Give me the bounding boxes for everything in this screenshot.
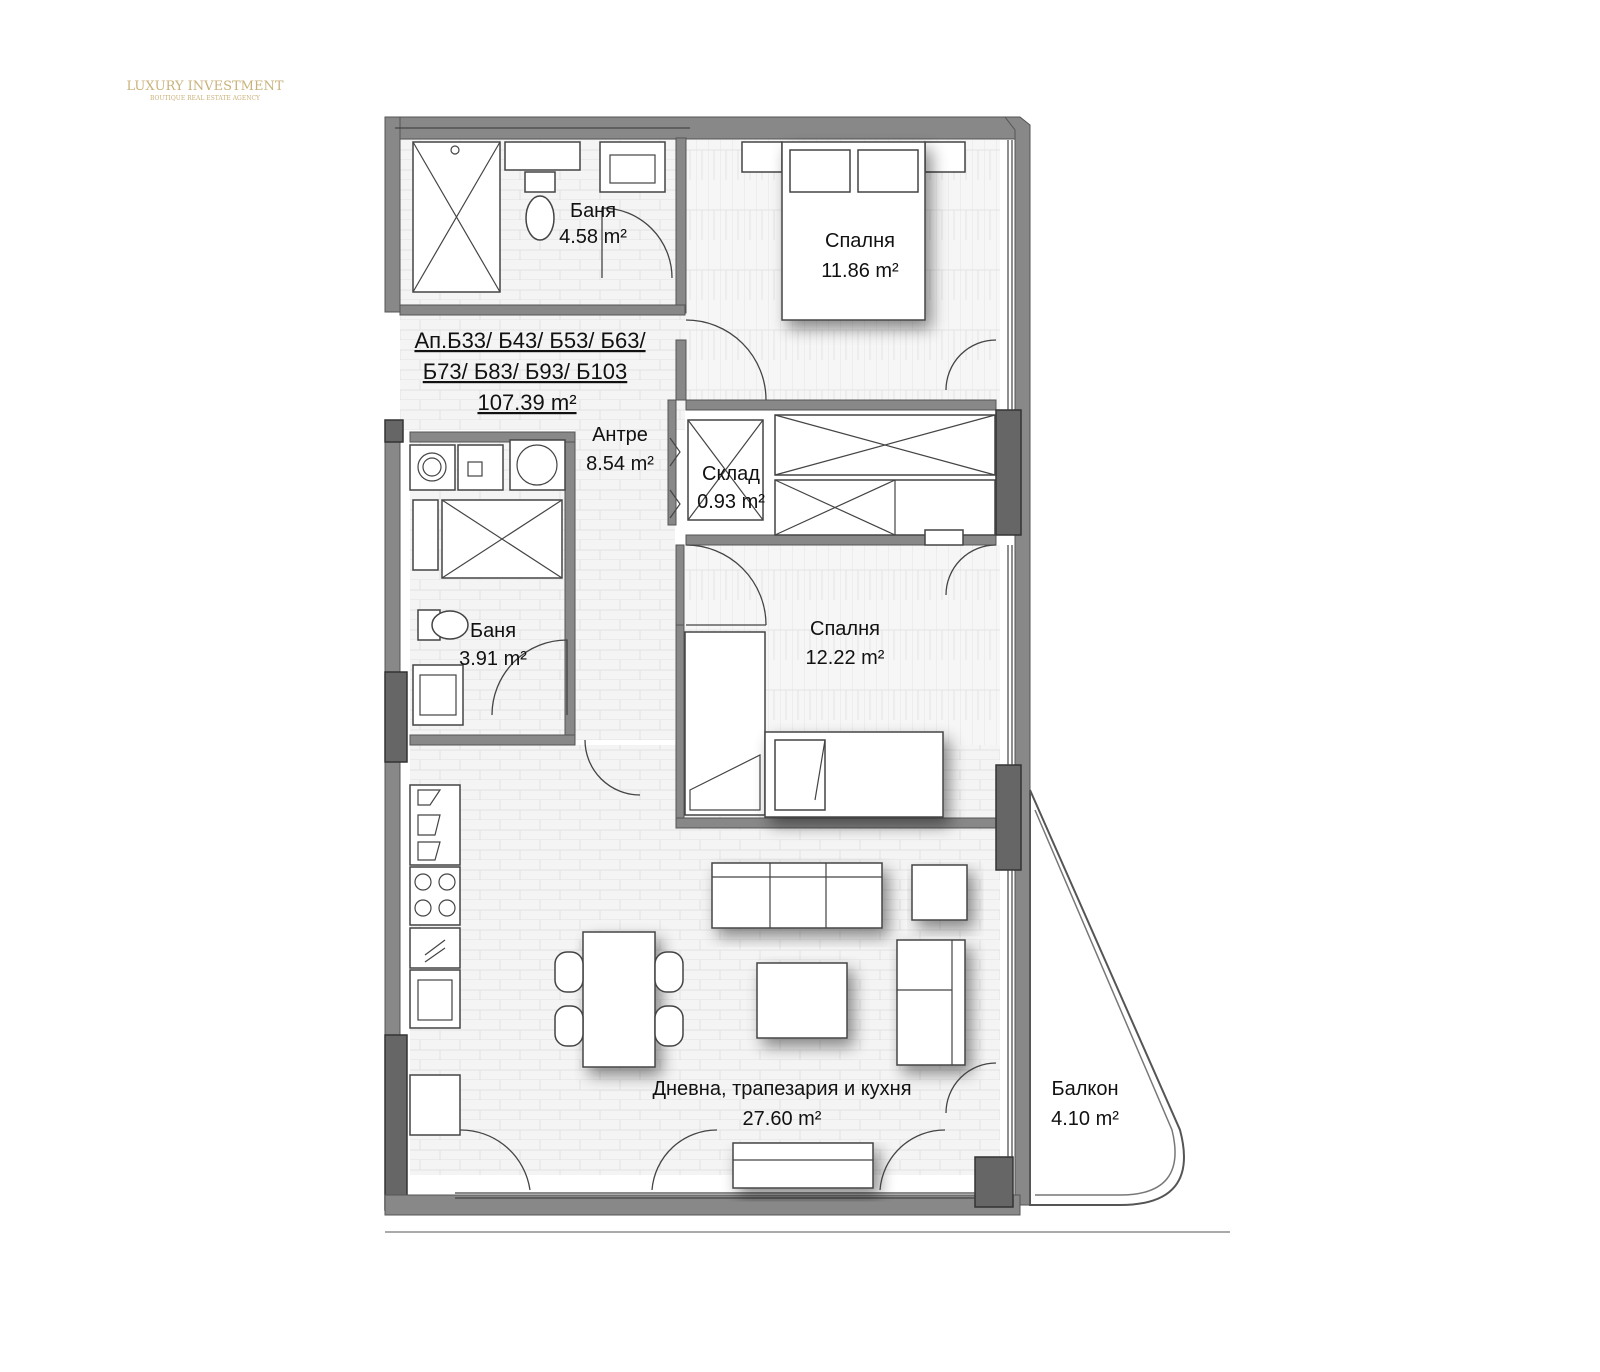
- bath1-name: Баня: [570, 200, 616, 222]
- bath1-fixtures: [412, 141, 666, 293]
- apartment-area: 107.39 m²: [477, 390, 576, 415]
- apartment-line1: Ап.Б33/ Б43/ Б53/ Б63/: [414, 328, 646, 353]
- bed1-name: Спалня: [825, 230, 895, 252]
- storage-name: Склад: [702, 463, 760, 485]
- bed2-name: Спалня: [810, 618, 880, 640]
- brand-logo: LUXURY INVESTMENT BOUTIQUE REAL ESTATE A…: [126, 79, 283, 102]
- hall-area: 8.54 m²: [586, 453, 654, 475]
- bed2-furniture: [684, 631, 944, 818]
- storage-fixtures: [687, 419, 764, 521]
- living-name: Дневна, трапезария и кухня: [652, 1078, 911, 1100]
- balcony: [385, 789, 1230, 1233]
- bed1-furniture: [741, 141, 996, 546]
- living-area: 27.60 m²: [743, 1108, 822, 1130]
- room-labels: Баня 4.58 m² Спалня 11.86 m² Ап.Б33/ Б43…: [414, 200, 1119, 1130]
- walls: [384, 116, 1031, 1216]
- balcony-name: Балкон: [1051, 1078, 1118, 1100]
- brand-tagline: BOUTIQUE REAL ESTATE AGENCY: [150, 95, 261, 102]
- bed1-area: 11.86 m²: [821, 260, 899, 282]
- brand-name: LUXURY INVESTMENT: [126, 79, 283, 94]
- hall-name: Антре: [592, 424, 648, 446]
- living-furniture: [554, 862, 968, 1189]
- storage-area: 0.93 m²: [697, 491, 765, 513]
- hall-appliances: [409, 439, 566, 491]
- bath2-fixtures: [412, 499, 563, 726]
- balcony-area: 4.10 m²: [1051, 1108, 1119, 1130]
- bath2-area: 3.91 m²: [459, 648, 527, 670]
- kitchen-fixtures: [409, 784, 461, 1136]
- bed2-area: 12.22 m²: [806, 647, 885, 669]
- bath1-area: 4.58 m²: [559, 226, 627, 248]
- doors: [459, 207, 997, 1191]
- apartment-line2: Б73/ Б83/ Б93/ Б103: [423, 359, 628, 384]
- bath2-name: Баня: [470, 620, 516, 642]
